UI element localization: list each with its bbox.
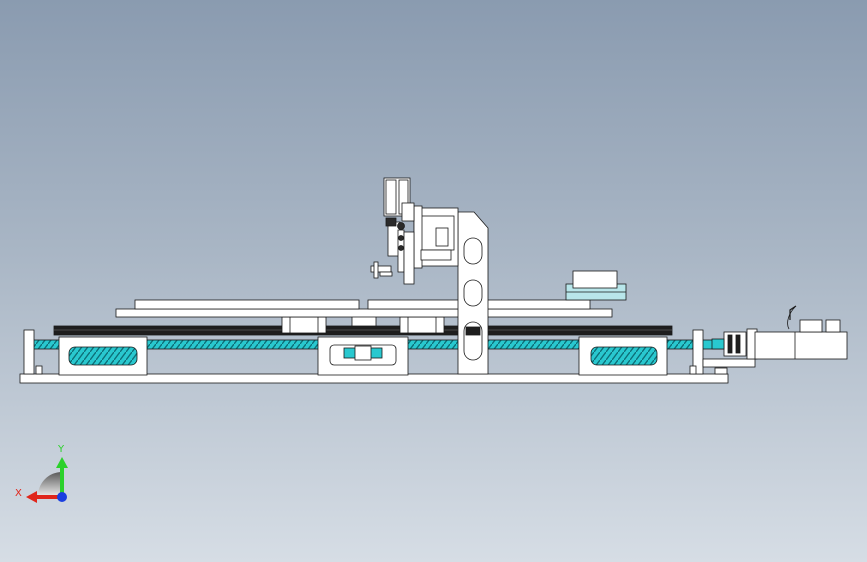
slider-block-left[interactable] [281,316,327,334]
stepper-motor[interactable] [746,305,848,360]
carriage-plate-lower[interactable] [115,308,613,318]
shaft-coupling[interactable] [711,331,747,357]
coordinate-triad: X Y [15,444,68,503]
motor-mount[interactable] [702,358,756,368]
x-axis-label: X [15,488,22,499]
right-frame-foot[interactable] [578,336,668,376]
left-end-support[interactable] [23,329,43,375]
linear-guide-rail[interactable] [53,325,673,336]
y-axis-label: Y [57,444,65,455]
carriage-plate-upper-left[interactable] [134,299,360,310]
center-frame-foot[interactable] [317,336,409,376]
triad-arc [37,472,62,497]
workpiece[interactable] [565,270,627,301]
pneumatic-cylinder[interactable] [383,177,415,222]
gripper-assembly[interactable] [370,217,415,285]
carriage-nut[interactable] [351,315,377,327]
z-axis-motor[interactable] [413,205,459,269]
slider-block-right[interactable] [399,316,445,334]
left-frame-foot[interactable] [58,336,148,376]
right-end-support[interactable] [689,329,704,375]
